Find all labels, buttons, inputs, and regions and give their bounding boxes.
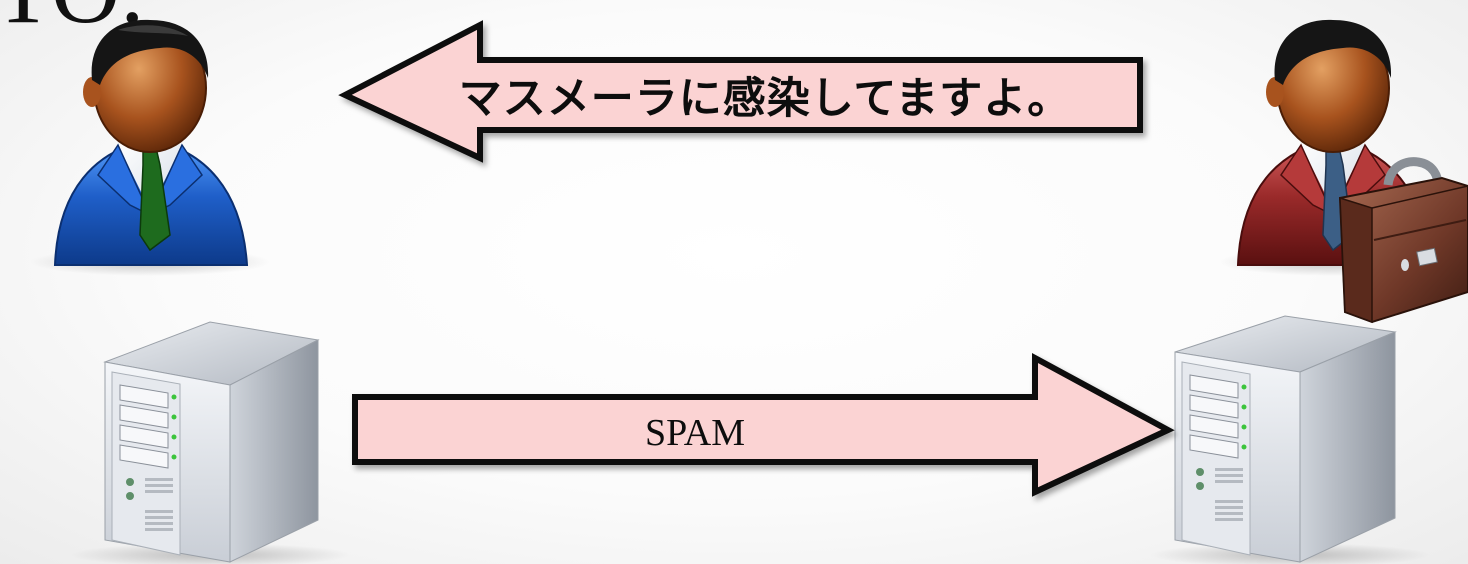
left-server-icon — [70, 321, 350, 564]
spam-arrow — [352, 352, 1175, 497]
left-user-icon — [30, 19, 270, 276]
briefcase-icon — [1338, 157, 1468, 324]
message-arrow-label: マスメーラに感染してますよ。 — [458, 74, 1072, 124]
right-server-icon — [1150, 315, 1430, 564]
spam-arrow-label: SPAM — [644, 412, 745, 454]
message-arrow — [338, 20, 1143, 163]
